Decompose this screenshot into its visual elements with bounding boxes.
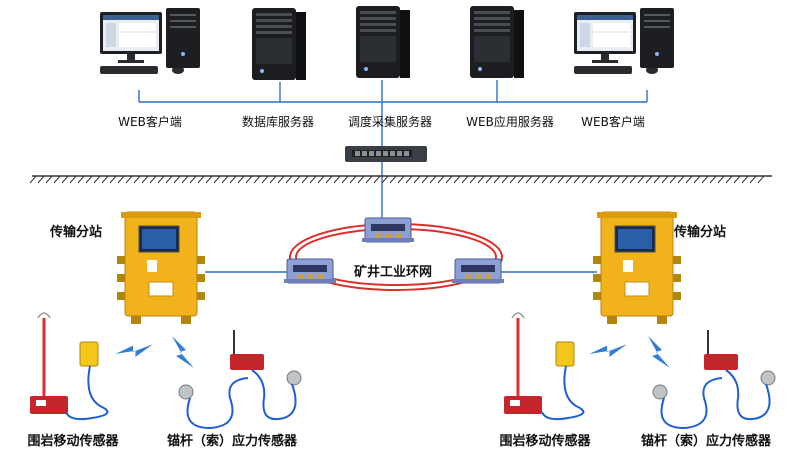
rod-hook: [511, 312, 525, 319]
desktop-computer-icon: [100, 8, 200, 74]
transmission-station-right: [592, 211, 682, 325]
sensor-label-plate: [36, 400, 46, 406]
displacement-gauge: [79, 341, 99, 367]
rock-movement-sensor-right: [504, 312, 585, 421]
ring-network-switch-icon: [361, 217, 415, 243]
label-station-right: 传输分站: [673, 224, 726, 240]
ring-network: 矿井工业环网: [283, 217, 505, 291]
sensor-cable: [541, 365, 585, 421]
label-database-server: 数据库服务器: [242, 114, 314, 129]
bolt-stress-sensor-left: [178, 330, 302, 430]
stress-gauge: [652, 384, 668, 400]
ring-network-switch-icon: [451, 258, 505, 284]
wireless-signal-icon: [589, 333, 627, 365]
transmission-station-left: [116, 211, 206, 325]
ground-surface: [29, 175, 772, 184]
ring-network-switch-icon: [283, 258, 337, 284]
sensor-cable: [725, 369, 771, 420]
stress-gauge: [178, 384, 194, 400]
label-web-client-left: WEB客户端: [118, 114, 182, 129]
dispatch-collection-server: [356, 6, 410, 78]
sensor-cable: [251, 369, 297, 420]
displacement-gauge: [555, 341, 575, 367]
sensor-cable: [65, 365, 109, 421]
wireless-signal-icon: [172, 336, 194, 368]
label-rock-sensor-right: 围岩移动传感器: [499, 433, 591, 449]
stress-gauge: [760, 370, 776, 386]
tower-server-icon: [252, 8, 306, 80]
sensor-cable: [660, 377, 723, 430]
transmission-station-icon: [592, 211, 682, 325]
sensor-cable: [186, 377, 249, 430]
label-rock-sensor-left: 围岩移动传感器: [27, 433, 119, 449]
sensor-body: [30, 396, 68, 414]
ground-hatch: [29, 175, 765, 184]
wireless-signal-icon: [648, 336, 670, 368]
database-server: [252, 8, 306, 80]
rock-movement-sensor-left: [30, 312, 109, 421]
label-station-left: 传输分站: [49, 224, 102, 240]
label-dispatch-server: 调度采集服务器: [348, 114, 432, 129]
label-ring-network: 矿井工业环网: [354, 264, 432, 280]
label-web-client-right: WEB客户端: [581, 114, 645, 129]
backbone-lines: [138, 80, 648, 220]
bolt-stress-sensor-right: [652, 330, 776, 430]
wireless-transmitter: [230, 354, 264, 370]
desktop-computer-icon: [574, 8, 674, 74]
tower-server-icon: [470, 6, 524, 78]
sensor-body: [504, 396, 542, 414]
label-web-app-server: WEB应用服务器: [466, 114, 554, 129]
wireless-signal-icon: [115, 333, 153, 365]
label-bolt-sensor-right: 锚杆（索）应力传感器: [641, 433, 772, 449]
core-switch: [345, 146, 427, 162]
sensor-label-plate: [510, 400, 520, 406]
tower-server-icon: [356, 6, 410, 78]
rod-hook: [37, 312, 51, 319]
network-switch-icon: [345, 146, 427, 162]
web-client-left: [100, 8, 200, 74]
label-bolt-sensor-left: 锚杆（索）应力传感器: [167, 433, 298, 449]
web-application-server: [470, 6, 524, 78]
transmission-station-icon: [116, 211, 206, 325]
web-client-right: [574, 8, 674, 74]
wireless-transmitter: [704, 354, 738, 370]
stress-gauge: [286, 370, 302, 386]
